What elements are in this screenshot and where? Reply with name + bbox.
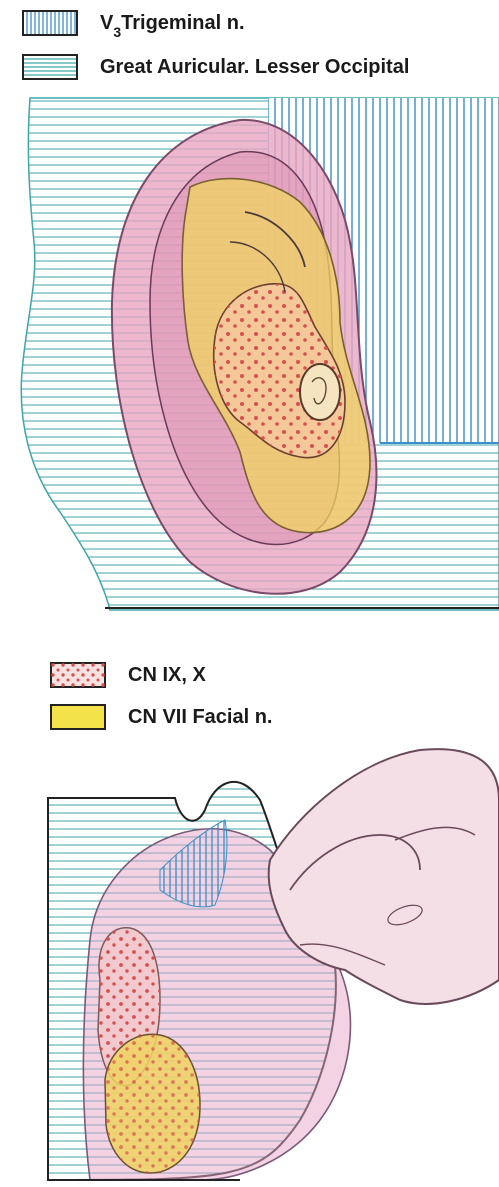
horizontal-lines-swatch (22, 54, 78, 80)
legend-row-cn-ix-x: CN IX, X (50, 662, 206, 688)
legend-label-cn-ix-x: CN IX, X (128, 664, 206, 687)
ear-lateral-illustration (0, 92, 499, 612)
legend-row-facial: CN VII Facial n. (50, 704, 272, 730)
legend-label-great-auricular: Great Auricular. Lesser Occipital (100, 56, 409, 79)
legend-label-trigeminal: V3Trigeminal n. (100, 12, 245, 35)
dots-swatch (50, 662, 106, 688)
yellow-swatch (50, 704, 106, 730)
legend-row-trigeminal: V3Trigeminal n. (22, 10, 245, 36)
ear-medial-illustration (0, 740, 499, 1185)
vertical-lines-swatch (22, 10, 78, 36)
legend-label-facial: CN VII Facial n. (128, 706, 272, 729)
legend-row-great-auricular: Great Auricular. Lesser Occipital (22, 54, 409, 80)
ear-canal (300, 364, 340, 420)
